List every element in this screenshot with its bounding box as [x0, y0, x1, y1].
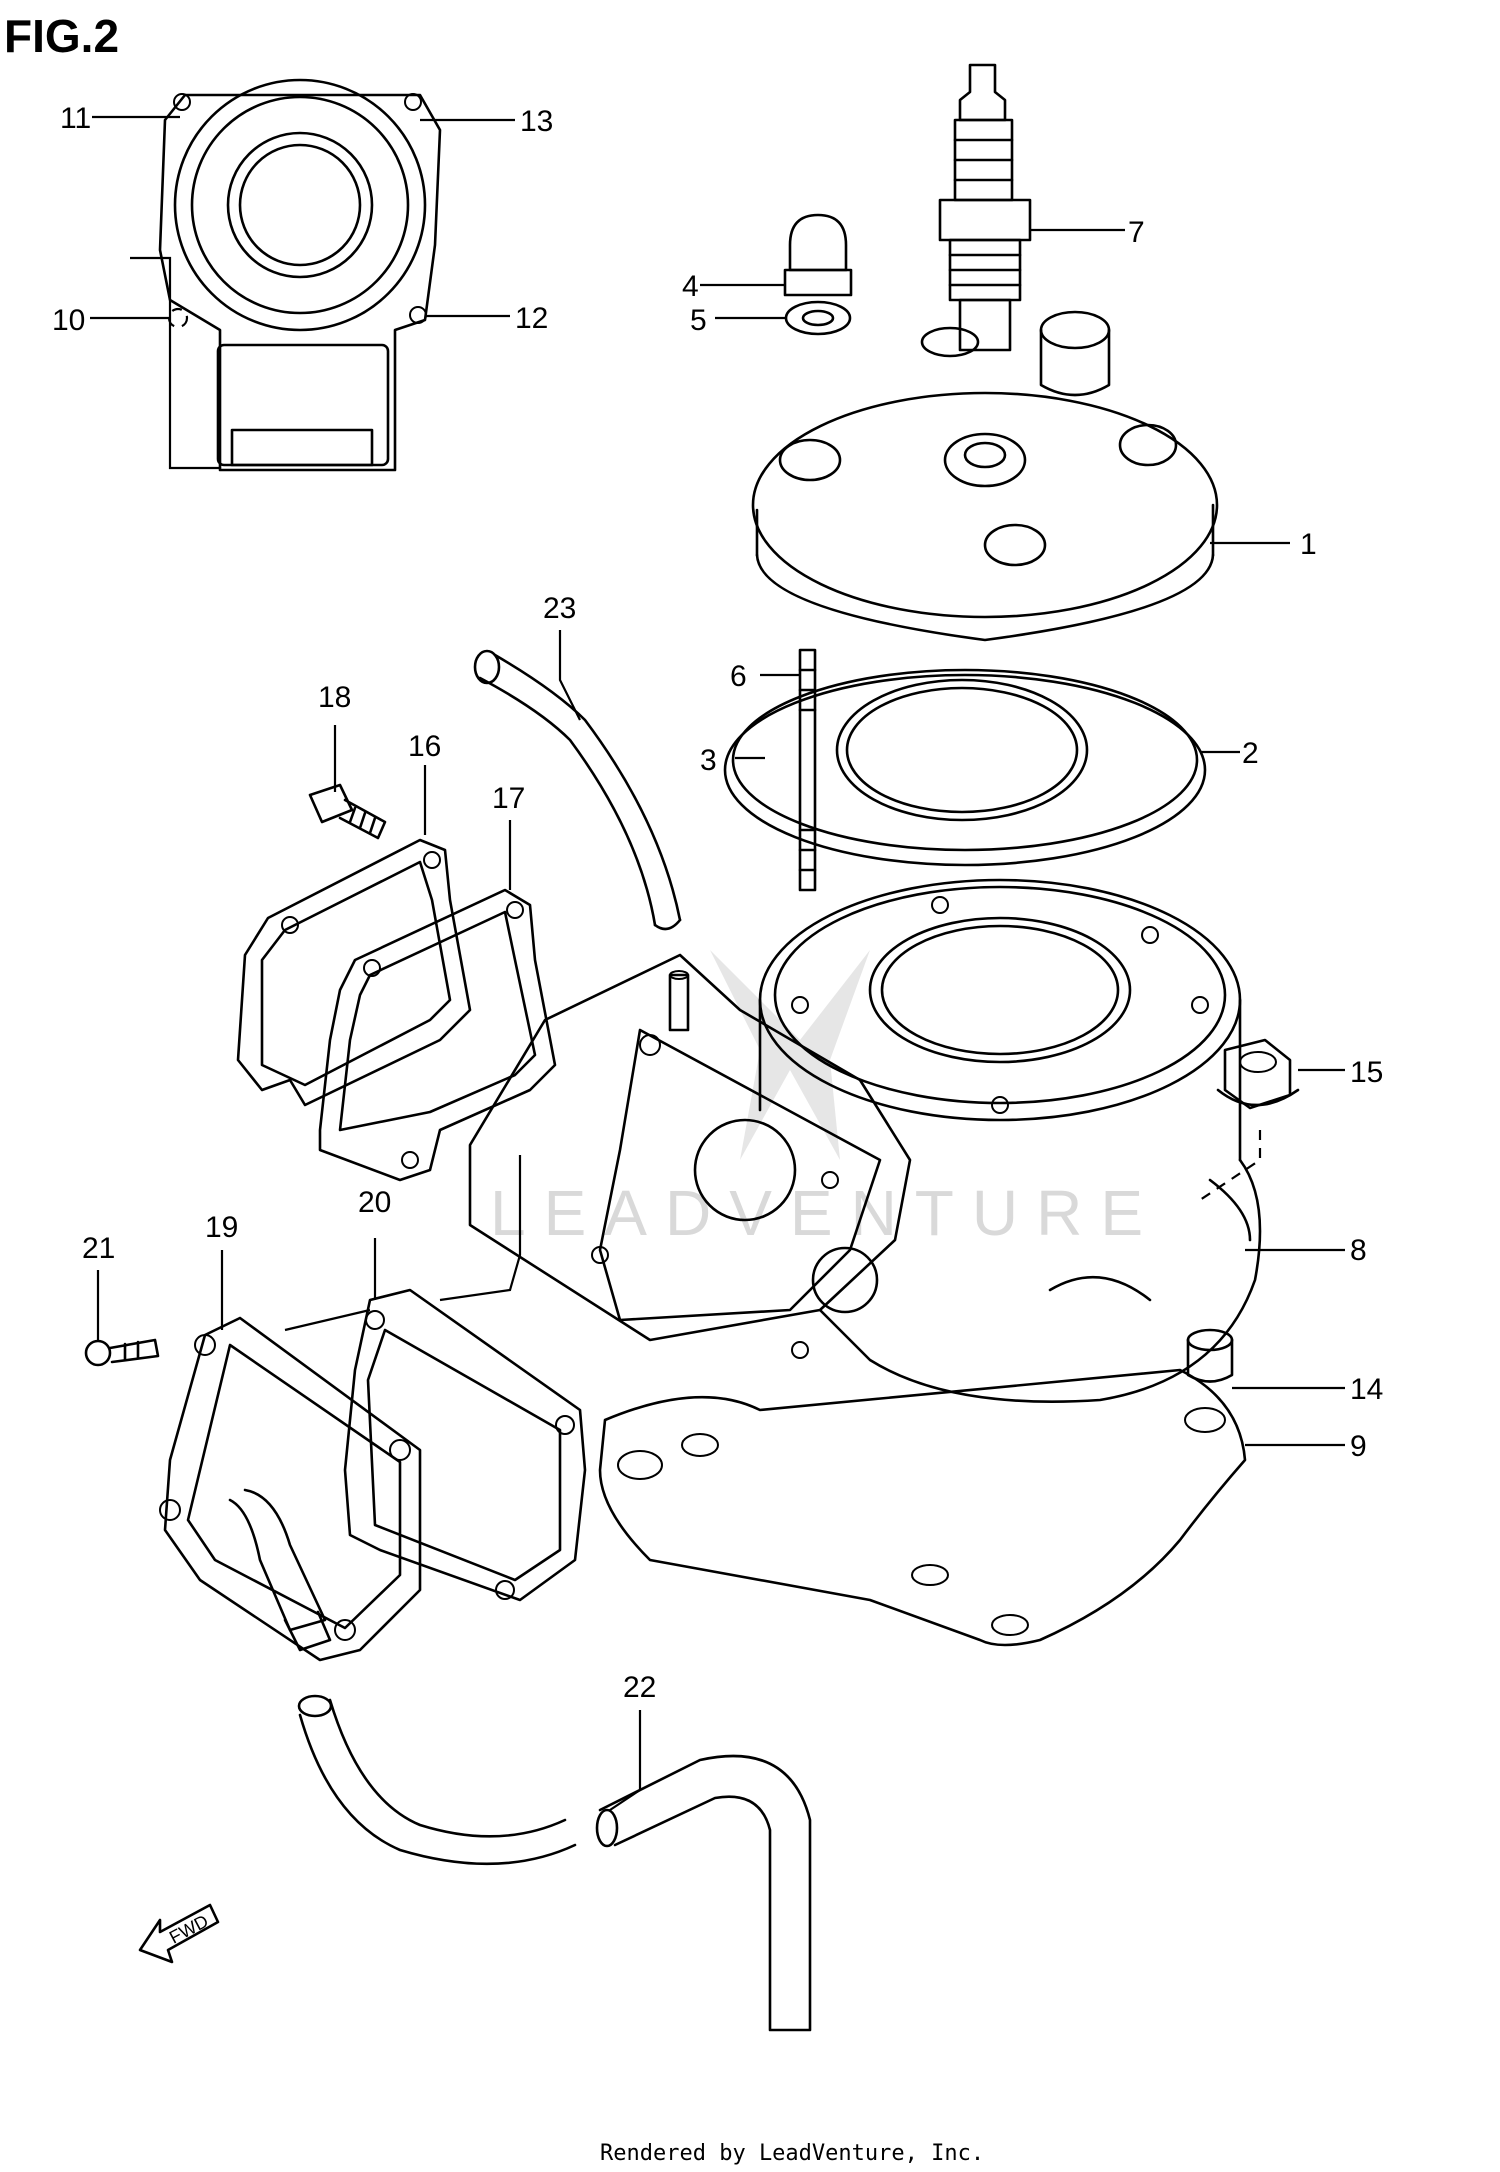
leader-lines: [90, 115, 1345, 1811]
svg-text:LEADVENTURE: LEADVENTURE: [490, 1177, 1161, 1249]
cylinder: [468, 878, 1262, 1403]
cylinder-head: [751, 310, 1219, 642]
vent-hose: [473, 649, 682, 931]
callout-3: 3: [700, 744, 717, 777]
callout-18: 18: [318, 681, 351, 714]
o-ring: [835, 678, 1089, 822]
acorn-nut: [783, 213, 853, 297]
callout-17: 17: [492, 782, 525, 815]
base-gasket: [598, 1368, 1247, 1647]
reed-bolt: [308, 783, 387, 840]
callout-5: 5: [690, 304, 707, 337]
nut-position-guide: [1199, 1130, 1262, 1201]
stud-bolt: [798, 648, 817, 892]
callout-21: 21: [82, 1232, 115, 1265]
reed-gasket-inner: [318, 888, 557, 1182]
reed-cover-gasket: [343, 1288, 587, 1602]
callout-7: 7: [1128, 216, 1145, 249]
callout-13: 13: [520, 105, 553, 138]
flange-nut: [1216, 1038, 1300, 1110]
callout-4: 4: [682, 270, 699, 303]
callout-22: 22: [623, 1671, 656, 1704]
callout-6: 6: [730, 660, 747, 693]
callout-9: 9: [1350, 1430, 1367, 1463]
inset-cylinder-top-view: [130, 78, 442, 472]
callout-23: 23: [543, 592, 576, 625]
figure-title: FIG.2: [4, 10, 119, 62]
callout-12: 12: [515, 302, 548, 335]
drain-hose: [297, 1694, 812, 2032]
callout-15: 15: [1350, 1056, 1383, 1089]
callout-1: 1: [1300, 528, 1317, 561]
callout-14: 14: [1350, 1373, 1383, 1406]
callout-16: 16: [408, 730, 441, 763]
washer: [784, 300, 852, 336]
callout-10: 10: [52, 304, 85, 337]
reed-gasket-outer: [236, 838, 472, 1107]
callout-labels: 1 2 3 4 5 6 7 8 9 10 11 12 13 14 15 16 1…: [52, 102, 1383, 1704]
footer-credit: Rendered by LeadVenture, Inc.: [600, 2141, 984, 2166]
head-gasket: [723, 668, 1207, 867]
callout-2: 2: [1242, 737, 1259, 770]
spark-plug: [938, 63, 1032, 352]
callout-20: 20: [358, 1186, 391, 1219]
dowel-pin: [1186, 1328, 1234, 1383]
reed-cover-screw: [84, 1338, 160, 1367]
callout-8: 8: [1350, 1234, 1367, 1267]
leadventure-watermark: LEADVENTURE: [490, 950, 1161, 1249]
callout-19: 19: [205, 1211, 238, 1244]
forward-arrow: FWD: [138, 1903, 220, 1964]
reed-cover: [159, 1316, 422, 1662]
callout-11: 11: [60, 102, 91, 135]
